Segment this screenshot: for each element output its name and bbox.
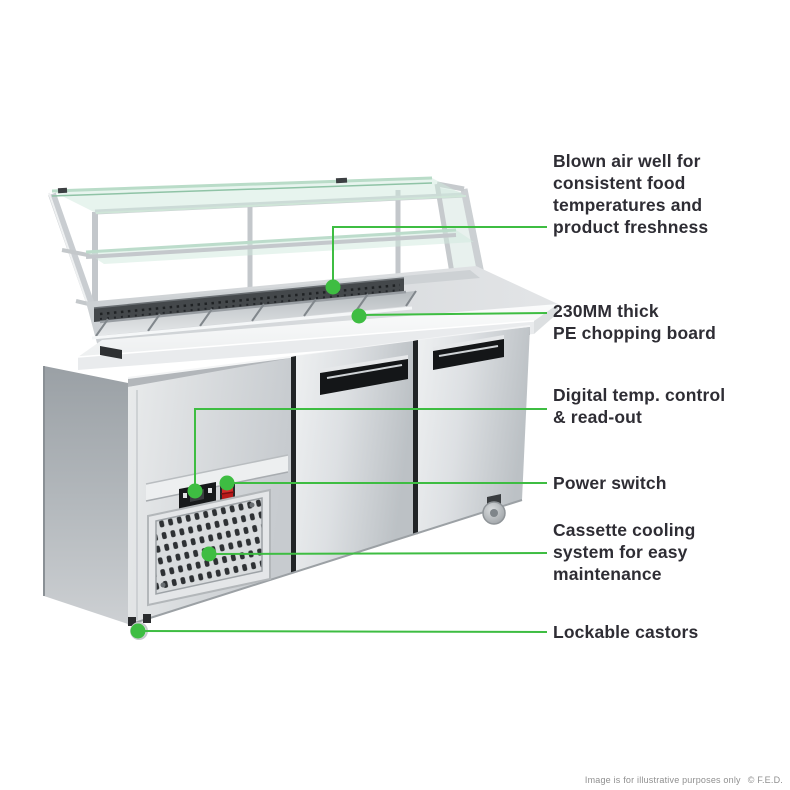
glass-display-canopy (48, 176, 488, 344)
marker-dot-power-switch (219, 475, 235, 491)
door-left (296, 341, 413, 572)
callout-label-chopping-board: 230MM thick PE chopping board (553, 301, 716, 343)
disclaimer-note: Image is for illustrative purposes only ©… (585, 775, 783, 785)
marker-dot-digital-temp (187, 483, 203, 499)
marker-dot-chopping-board (351, 308, 367, 324)
callout-line-digital-temp (194, 408, 547, 489)
door-right-handle (433, 335, 504, 370)
callout-label-digital-temp-control: Digital temp. control & read-out (553, 385, 726, 427)
callout-line-castors (137, 630, 548, 633)
callout-label-cassette-cooling: Cassette cooling system for easy mainten… (553, 520, 696, 584)
callout-label-blown-air-well: Blown air well for consistent food tempe… (553, 151, 709, 237)
callout-line-chopping-board (358, 312, 548, 316)
rear-right-castor (482, 494, 506, 525)
copyright-text: © F.E.D. (747, 775, 783, 785)
pe-chopping-board (77, 304, 558, 370)
callout-label-lockable-castors: Lockable castors (553, 622, 699, 642)
callout-line-blown-air (332, 226, 547, 287)
marker-dot-castor (130, 623, 146, 639)
marker-dot-cassette (201, 546, 217, 562)
canopy-middle-shelf (85, 228, 474, 264)
callout-markers (130, 226, 548, 639)
board-clip (100, 346, 122, 359)
callout-label-power-switch: Power switch (553, 473, 667, 493)
canopy-top-glass (51, 176, 467, 214)
callout-line-cassette (208, 552, 548, 555)
door-left-handle (320, 355, 408, 395)
cabinet-left-side (44, 366, 128, 624)
disclaimer-text: Image is for illustrative purposes only (584, 775, 741, 785)
worktop-and-food-well (77, 266, 560, 370)
marker-dot-blown-air (325, 279, 341, 295)
